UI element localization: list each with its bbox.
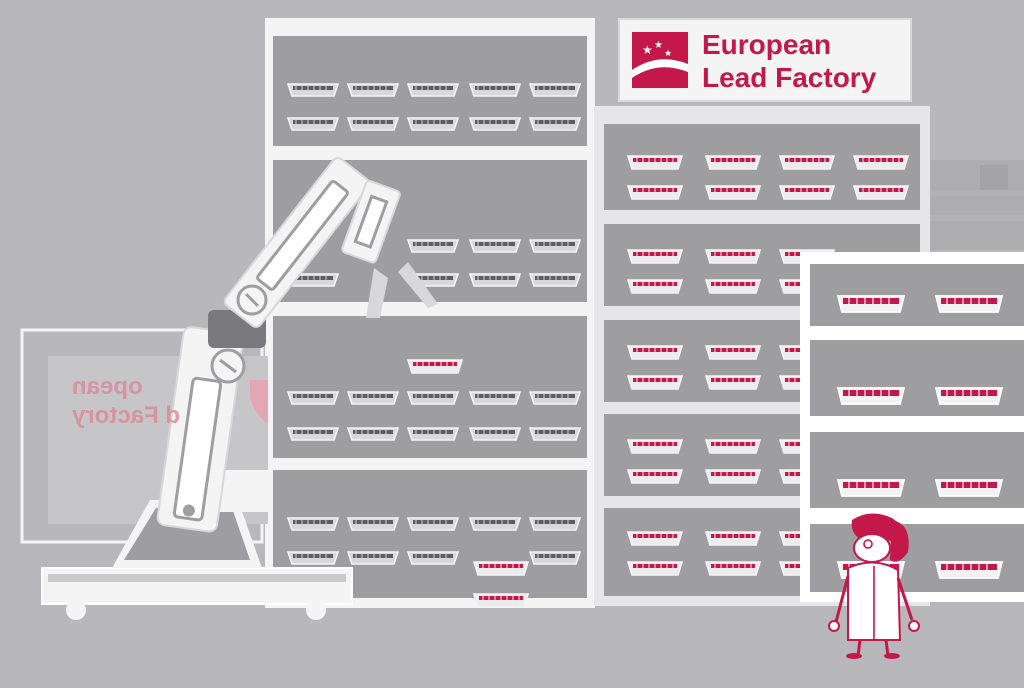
robot-arm-icon bbox=[41, 157, 438, 620]
svg-text:★: ★ bbox=[664, 49, 672, 59]
background-buildings bbox=[930, 160, 1024, 250]
monitor-reflected-text: opean d Factory bbox=[72, 372, 242, 430]
sign-line-2: Lead Factory bbox=[702, 62, 877, 93]
monitor-line-1: opean bbox=[72, 373, 143, 400]
monitor-line-2: d Factory bbox=[72, 402, 181, 429]
svg-text:★: ★ bbox=[654, 40, 663, 51]
scientist-figure-icon bbox=[828, 513, 920, 659]
european-lead-factory-sign: ★ ★ ★ European Lead Factory bbox=[618, 18, 912, 102]
svg-text:★: ★ bbox=[642, 43, 653, 57]
elf-logo-icon: ★ ★ ★ bbox=[632, 32, 688, 88]
sign-line-1: European bbox=[702, 29, 832, 60]
